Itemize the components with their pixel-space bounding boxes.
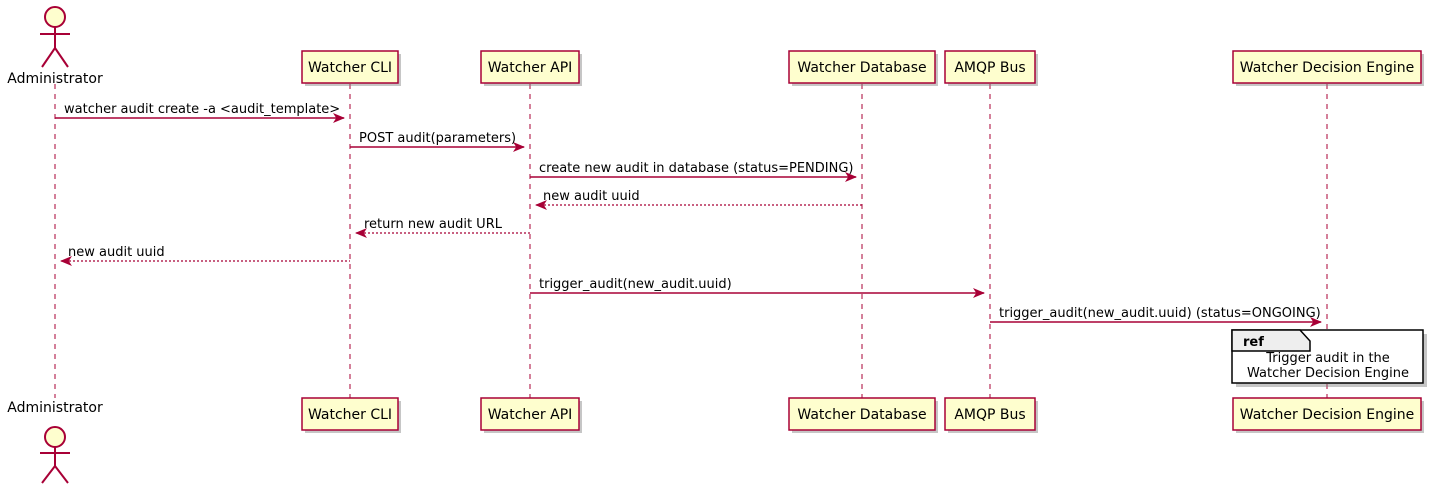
message-4-new-audit-uuid[interactable]: new audit uuid: [535, 189, 862, 210]
actor-head-icon: [44, 6, 66, 28]
participant-header-watcher-cli[interactable]: Watcher CLI: [301, 50, 401, 86]
participant-footer-watcher-api[interactable]: Watcher API: [480, 397, 582, 433]
participant-box: [944, 50, 1036, 84]
message-3-create-new-audit[interactable]: create new audit in database (status=PEN…: [530, 161, 857, 182]
message-5-return-new-audit-url[interactable]: return new audit URL: [355, 217, 530, 238]
message-1-watcher-audit-create[interactable]: watcher audit create -a <audit_template>: [55, 102, 345, 123]
participant-footer-label-watcher-cli: Watcher CLI: [308, 407, 392, 423]
participant-header-watcher-database[interactable]: Watcher Database: [788, 50, 938, 86]
participant-header-watcher-api[interactable]: Watcher API: [480, 50, 582, 86]
participant-footer-label-watcher-decision-engine: Watcher Decision Engine: [1240, 407, 1414, 423]
participant-box: [1232, 397, 1422, 431]
message-label-8: trigger_audit(new_audit.uuid) (status=ON…: [999, 306, 1321, 321]
actor-head-icon: [44, 426, 66, 448]
message-7-trigger-audit[interactable]: trigger_audit(new_audit.uuid): [530, 277, 985, 298]
actor-label-administrator-footer: Administrator: [7, 400, 103, 416]
actor-administrator-header[interactable]: Administrator: [7, 6, 103, 87]
participant-box: [788, 50, 936, 84]
participant-box: [301, 397, 399, 431]
ref-tab-label: ref: [1243, 335, 1264, 350]
message-label-5: return new audit URL: [364, 217, 503, 232]
message-label-2: POST audit(parameters): [359, 131, 516, 146]
participant-header-amqp-bus[interactable]: AMQP Bus: [944, 50, 1038, 86]
actor-leg-left-icon: [41, 465, 56, 484]
participant-box: [480, 50, 580, 84]
participant-box: [480, 397, 580, 431]
participant-header-label-watcher-decision-engine: Watcher Decision Engine: [1240, 60, 1414, 76]
actor-leg-right-icon: [54, 47, 69, 68]
ref-body-line-1: Trigger audit in the: [1265, 351, 1390, 366]
actor-leg-left-icon: [41, 47, 56, 68]
message-6-new-audit-uuid[interactable]: new audit uuid: [60, 245, 350, 266]
participant-footer-amqp-bus[interactable]: AMQP Bus: [944, 397, 1038, 433]
ref-tab-shape: [1231, 329, 1311, 352]
participant-box: [1232, 50, 1422, 84]
actor-leg-right-icon: [54, 465, 69, 484]
message-label-6: new audit uuid: [68, 245, 165, 260]
message-8-trigger-audit-ongoing[interactable]: trigger_audit(new_audit.uuid) (status=ON…: [990, 306, 1322, 327]
actor-label-administrator-header: Administrator: [7, 71, 103, 87]
participant-box: [944, 397, 1036, 431]
participant-box: [788, 397, 936, 431]
ref-fragment[interactable]: ref Trigger audit in the Watcher Decisio…: [1231, 329, 1427, 387]
participant-footer-watcher-database[interactable]: Watcher Database: [788, 397, 938, 433]
participant-header-watcher-decision-engine[interactable]: Watcher Decision Engine: [1232, 50, 1424, 86]
participant-header-label-watcher-database: Watcher Database: [797, 60, 926, 76]
ref-body-line-2: Watcher Decision Engine: [1247, 366, 1409, 381]
lifelines-group: [54, 84, 1328, 398]
participant-header-label-watcher-cli: Watcher CLI: [308, 60, 392, 76]
participant-header-label-watcher-api: Watcher API: [488, 60, 573, 76]
participant-footer-label-watcher-api: Watcher API: [488, 407, 573, 423]
participant-box: [301, 50, 399, 84]
message-label-7: trigger_audit(new_audit.uuid): [539, 277, 732, 292]
message-label-3: create new audit in database (status=PEN…: [539, 161, 854, 176]
message-label-1: watcher audit create -a <audit_template>: [64, 102, 340, 117]
message-2-post-audit[interactable]: POST audit(parameters): [350, 131, 525, 152]
message-label-4: new audit uuid: [543, 189, 640, 204]
participant-header-label-amqp-bus: AMQP Bus: [954, 60, 1025, 76]
participant-footer-label-amqp-bus: AMQP Bus: [954, 407, 1025, 423]
participant-footer-watcher-cli[interactable]: Watcher CLI: [301, 397, 401, 433]
actor-administrator-footer[interactable]: Administrator: [7, 400, 103, 484]
participant-footer-watcher-decision-engine[interactable]: Watcher Decision Engine: [1232, 397, 1424, 433]
participant-footer-label-watcher-database: Watcher Database: [797, 407, 926, 423]
